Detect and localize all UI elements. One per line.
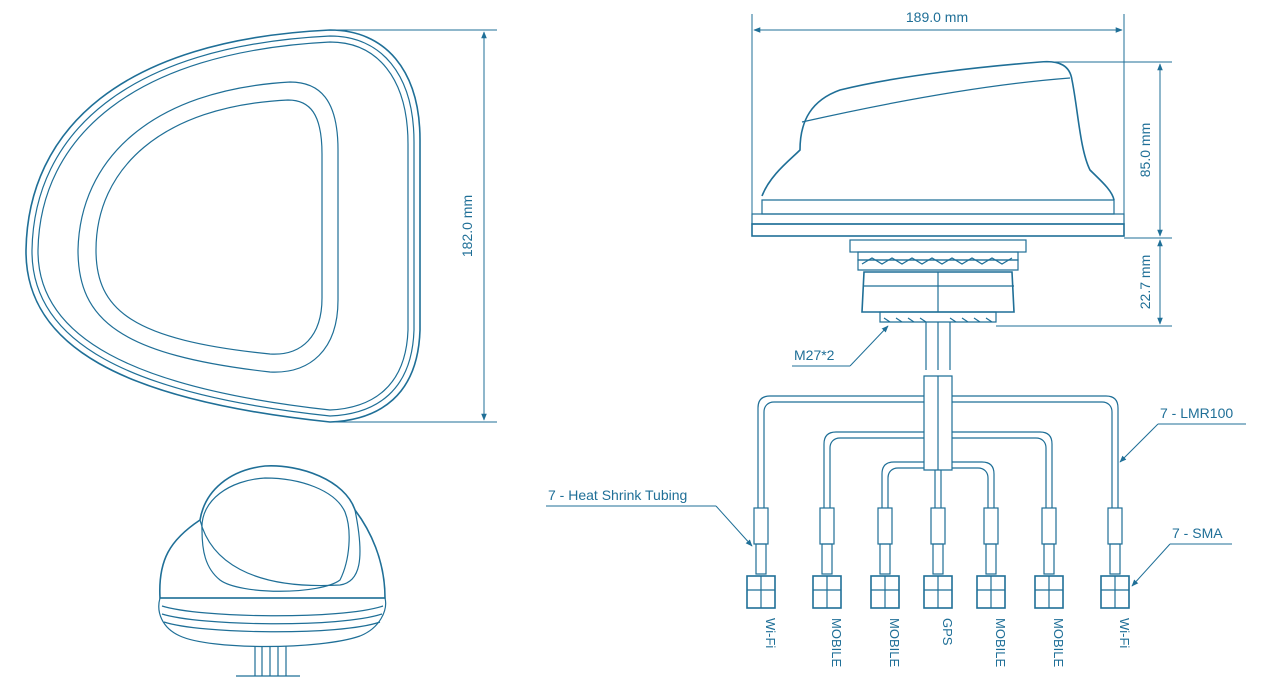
tubing-callout-label: 7 - Heat Shrink Tubing: [548, 487, 687, 503]
side-view: [751, 60, 1125, 471]
connector-callout: 7 - SMA: [1131, 525, 1232, 587]
width-dimension-label: 189.0 mm: [906, 9, 968, 25]
height-dimension: 85.0 mm: [1044, 61, 1172, 239]
connector-label: MOBILE: [1051, 618, 1066, 667]
width-dimension: 189.0 mm: [751, 9, 1125, 236]
mount-dimension: 22.7 mm: [996, 239, 1172, 327]
connector-label: MOBILE: [829, 618, 844, 667]
thread-callout-label: M27*2: [794, 347, 835, 363]
height-dimension-label: 85.0 mm: [1137, 123, 1153, 177]
depth-dimension-label: 182.0 mm: [459, 195, 475, 257]
connector-label: MOBILE: [887, 618, 902, 667]
cable-callout-label: 7 - LMR100: [1160, 405, 1233, 421]
cable-harness: [757, 395, 1119, 508]
thread-callout: M27*2: [792, 325, 889, 367]
cable-callout: 7 - LMR100: [1119, 405, 1246, 463]
mount-dimension-label: 22.7 mm: [1137, 255, 1153, 309]
connector-callout-label: 7 - SMA: [1172, 525, 1223, 541]
perspective-view: [158, 465, 387, 677]
depth-dimension: 182.0 mm: [330, 29, 497, 423]
connector-label: MOBILE: [993, 618, 1008, 667]
connector-label: GPS: [940, 618, 955, 646]
top-view: [25, 29, 421, 423]
connector-label: Wi-Fi: [1117, 618, 1132, 648]
connector-label: Wi-Fi: [763, 618, 778, 648]
sma-connectors: [746, 507, 1130, 609]
tubing-callout: 7 - Heat Shrink Tubing: [546, 487, 753, 547]
